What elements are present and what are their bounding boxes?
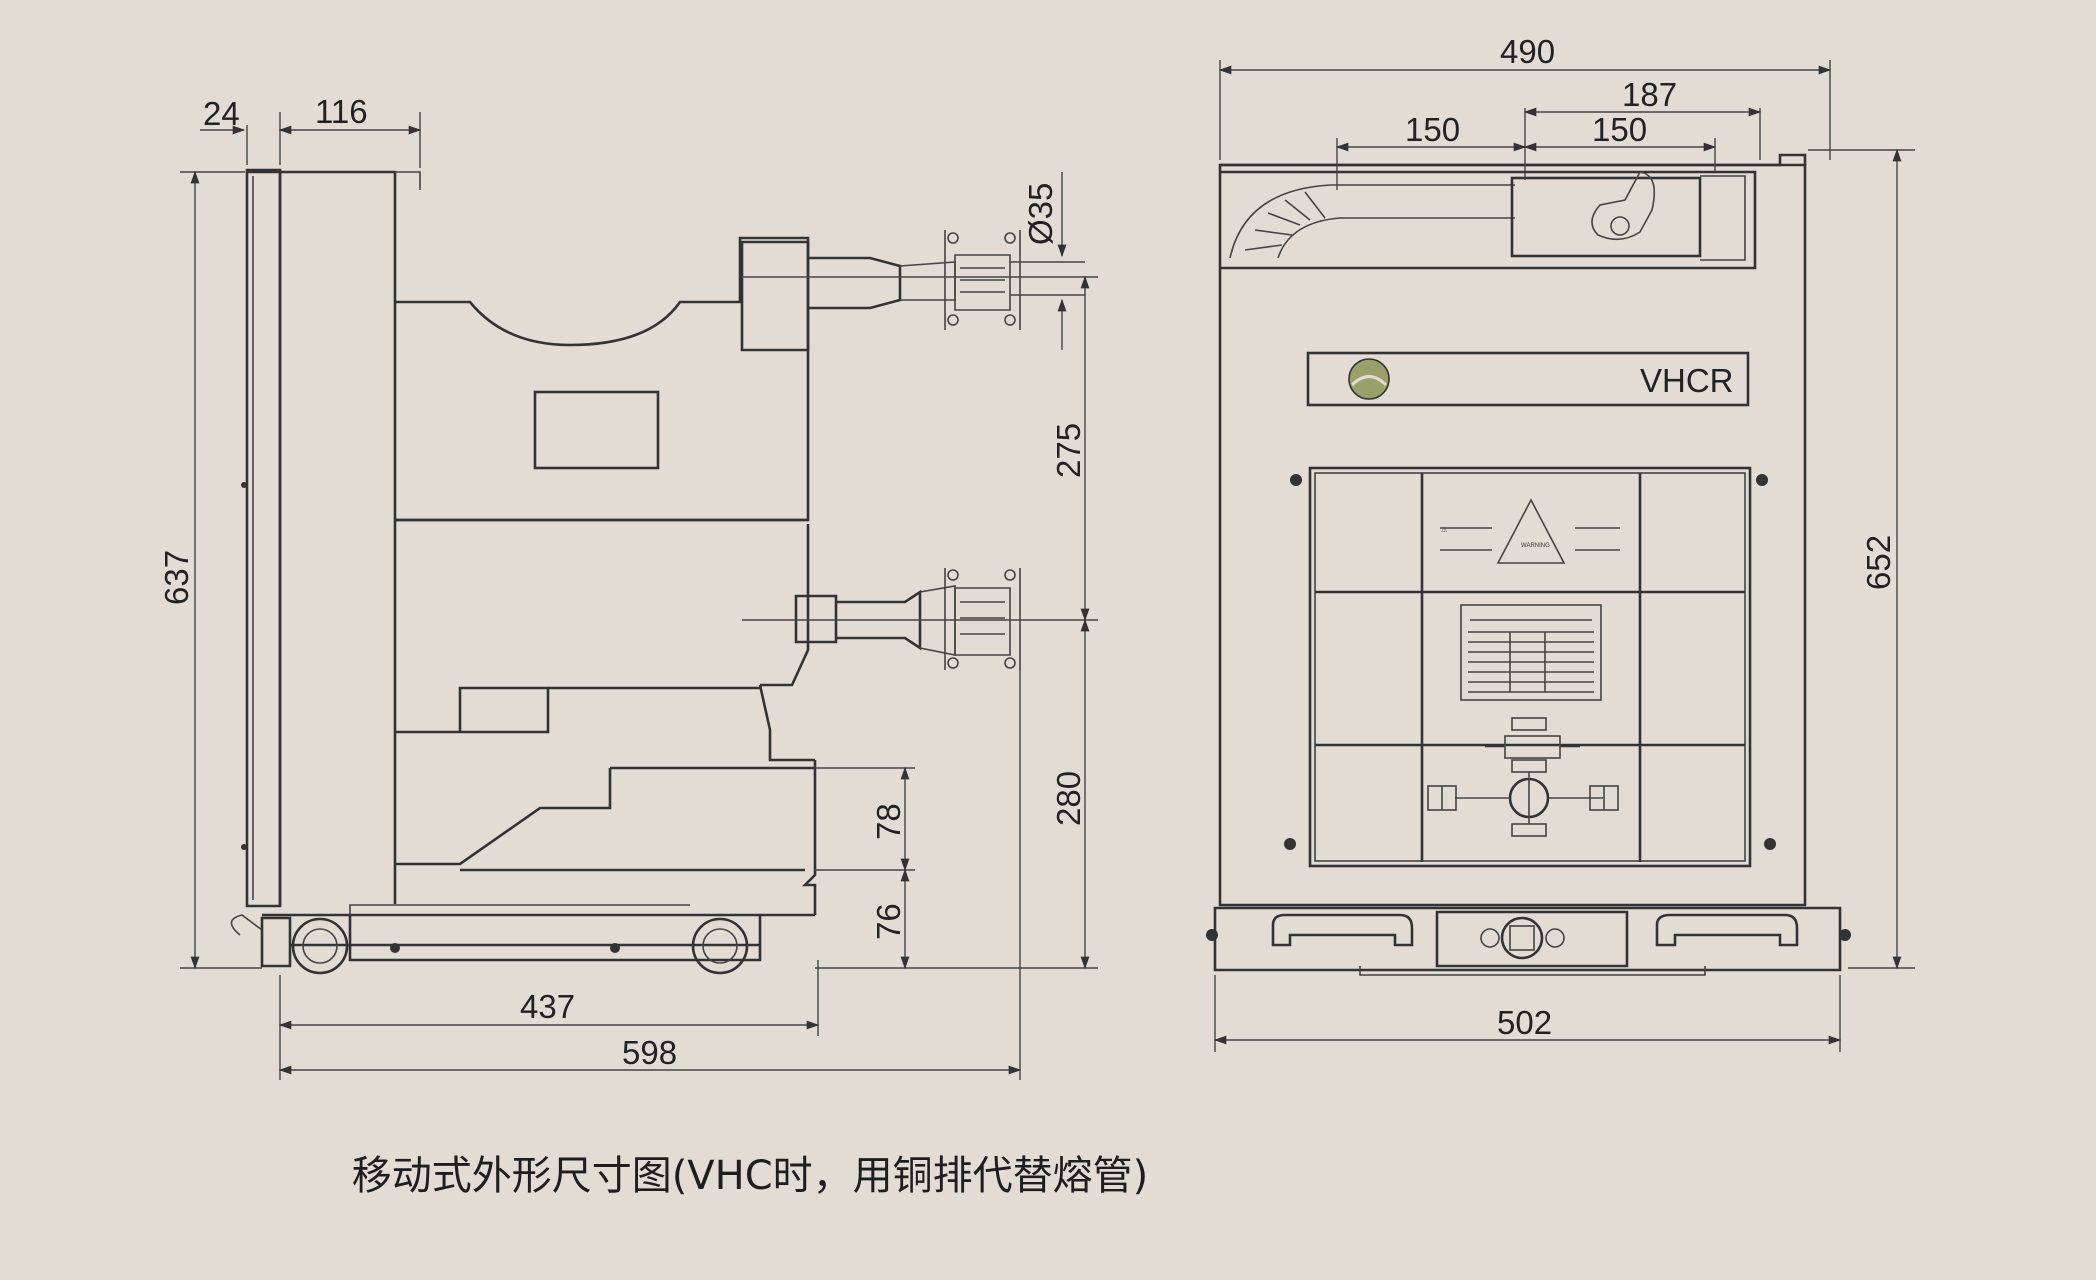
warning-sign: ⚠ WARNING [1440, 498, 1620, 564]
dim-187: 187 [1622, 76, 1677, 113]
dim-280: 280 [1050, 771, 1087, 826]
right-handle[interactable] [1655, 913, 1799, 947]
warning-icon: ⚠ [1441, 526, 1447, 534]
racking-screw-icon[interactable] [1500, 916, 1544, 960]
side-upper-body [395, 236, 810, 687]
fuse-holder [1510, 176, 1702, 258]
front-view: VHCR ⚠ WARNING [1206, 33, 1915, 1052]
dim-598: 598 [622, 1034, 677, 1071]
dim-24: 24 [203, 95, 240, 132]
rating-nameplate [1460, 604, 1602, 701]
top-arm [1220, 170, 1757, 270]
model-label: VHCR [1640, 362, 1734, 399]
dim-652: 652 [1860, 535, 1897, 590]
dim-phi35: Ø35 [1022, 183, 1059, 245]
upper-contact-arm [740, 230, 1021, 352]
dim-150-left: 150 [1405, 111, 1460, 148]
warning-text: WARNING [1521, 543, 1550, 549]
brand-logo-icon [1348, 358, 1390, 400]
front-wheel [691, 917, 749, 975]
operating-mechanism [1427, 717, 1619, 837]
dim-275: 275 [1050, 423, 1087, 478]
lower-contact-arm [794, 568, 1021, 670]
side-front-panel [241, 168, 421, 908]
dim-637: 637 [158, 550, 195, 605]
indicator-top [1511, 717, 1547, 731]
dim-490: 490 [1500, 33, 1555, 70]
model-label-plate: VHCR [1306, 351, 1750, 407]
figure-caption: 移动式外形尺寸图(VHC时，用铜排代替熔管) [351, 1153, 1149, 1199]
dim-437: 437 [520, 988, 575, 1025]
nameplate-window [533, 390, 660, 470]
side-lower-body [395, 684, 817, 915]
dim-116: 116 [315, 93, 368, 130]
dim-502: 502 [1497, 1004, 1552, 1041]
door-panel-grid [1284, 466, 1776, 868]
side-chassis [230, 904, 815, 975]
rear-wheel [291, 917, 349, 975]
left-handle[interactable] [1271, 913, 1414, 947]
dim-76: 76 [870, 903, 907, 940]
side-view: 24 116 637 Ø35 275 280 78 76 437 598 [158, 93, 1098, 1080]
front-chassis [1206, 906, 1851, 976]
dim-150-right: 150 [1592, 111, 1647, 148]
dim-78: 78 [870, 803, 907, 840]
